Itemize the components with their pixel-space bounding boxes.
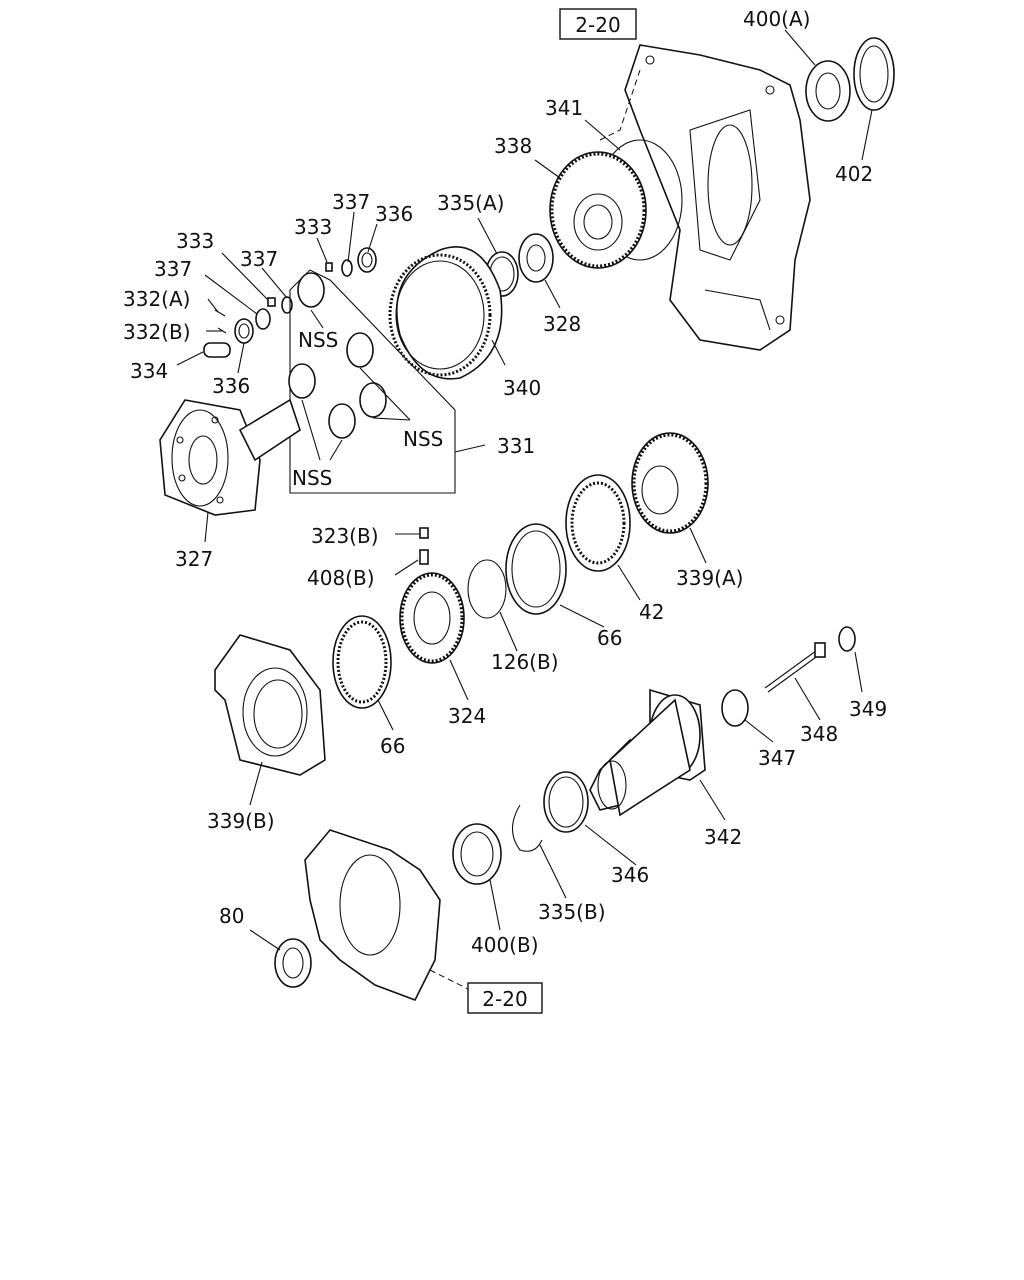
leader-lines bbox=[176, 29, 873, 951]
callout-nss-3: NSS bbox=[292, 466, 332, 490]
callout-66-lower: 66 bbox=[380, 734, 405, 758]
callout-nss-2: NSS bbox=[403, 427, 443, 451]
carrier-327 bbox=[159, 398, 301, 516]
hub-324 bbox=[399, 527, 465, 664]
plate-339b bbox=[214, 634, 326, 776]
callout-331: 331 bbox=[497, 434, 535, 458]
callout-337-mid: 337 bbox=[240, 247, 278, 271]
bearing-328 bbox=[518, 233, 554, 283]
callout-324: 324 bbox=[448, 704, 486, 728]
callout-333-right: 333 bbox=[294, 215, 332, 239]
callout-328: 328 bbox=[543, 312, 581, 336]
ring-gear-340 bbox=[388, 246, 503, 380]
callout-346: 346 bbox=[611, 863, 649, 887]
housing-342 bbox=[589, 688, 706, 817]
callout-408b: 408(B) bbox=[307, 566, 375, 590]
callout-332b: 332(B) bbox=[123, 320, 191, 344]
callout-335b: 335(B) bbox=[538, 900, 606, 924]
bearing-400a bbox=[805, 60, 851, 122]
svg-text:2-20: 2-20 bbox=[482, 987, 527, 1011]
callout-402: 402 bbox=[835, 162, 873, 186]
callout-349: 349 bbox=[849, 697, 887, 721]
callout-323b: 323(B) bbox=[311, 524, 379, 548]
callout-339a: 339(A) bbox=[676, 566, 743, 590]
circlip-335b bbox=[511, 804, 543, 852]
bearing-80 bbox=[274, 938, 312, 988]
callout-348: 348 bbox=[800, 722, 838, 746]
seal-347 bbox=[721, 689, 749, 727]
callout-347: 347 bbox=[758, 746, 796, 770]
callout-ref-top: 2-20 bbox=[559, 8, 637, 40]
callout-ref-bottom: 2-20 bbox=[467, 982, 543, 1014]
callout-66-upper: 66 bbox=[597, 626, 622, 650]
callout-42: 42 bbox=[639, 600, 664, 624]
callout-339b: 339(B) bbox=[207, 809, 275, 833]
callout-400a: 400(A) bbox=[743, 7, 810, 31]
bearing-400b bbox=[452, 823, 502, 885]
callout-335a: 335(A) bbox=[437, 191, 504, 215]
callout-340: 340 bbox=[503, 376, 541, 400]
oring-126b bbox=[467, 559, 507, 619]
callout-327: 327 bbox=[175, 547, 213, 571]
callout-337-left: 337 bbox=[154, 257, 192, 281]
sleeve-42 bbox=[565, 474, 631, 572]
upper-housing bbox=[599, 44, 811, 351]
ring-66-upper bbox=[505, 523, 567, 615]
seal-402 bbox=[853, 37, 895, 111]
gear-338 bbox=[549, 151, 647, 269]
planet-kit-331 bbox=[288, 269, 456, 494]
callout-341: 341 bbox=[545, 96, 583, 120]
hub-339a bbox=[631, 432, 709, 534]
washer-349 bbox=[838, 626, 856, 652]
lower-housing bbox=[304, 829, 471, 1002]
svg-text:2-20: 2-20 bbox=[575, 13, 620, 37]
callout-336-top: 336 bbox=[375, 202, 413, 226]
callout-nss-1: NSS bbox=[298, 328, 338, 352]
bolt-348 bbox=[764, 642, 826, 693]
callout-80: 80 bbox=[219, 904, 244, 928]
callout-334: 334 bbox=[130, 359, 168, 383]
callout-333-left: 333 bbox=[176, 229, 214, 253]
callout-342: 342 bbox=[704, 825, 742, 849]
callout-126b: 126(B) bbox=[491, 650, 559, 674]
callout-332a: 332(A) bbox=[123, 287, 190, 311]
ring-66-lower bbox=[332, 615, 392, 709]
callout-338: 338 bbox=[494, 134, 532, 158]
ring-346 bbox=[543, 771, 589, 833]
callout-400b: 400(B) bbox=[471, 933, 539, 957]
callout-337-top: 337 bbox=[332, 190, 370, 214]
callout-336-bottom: 336 bbox=[212, 374, 250, 398]
